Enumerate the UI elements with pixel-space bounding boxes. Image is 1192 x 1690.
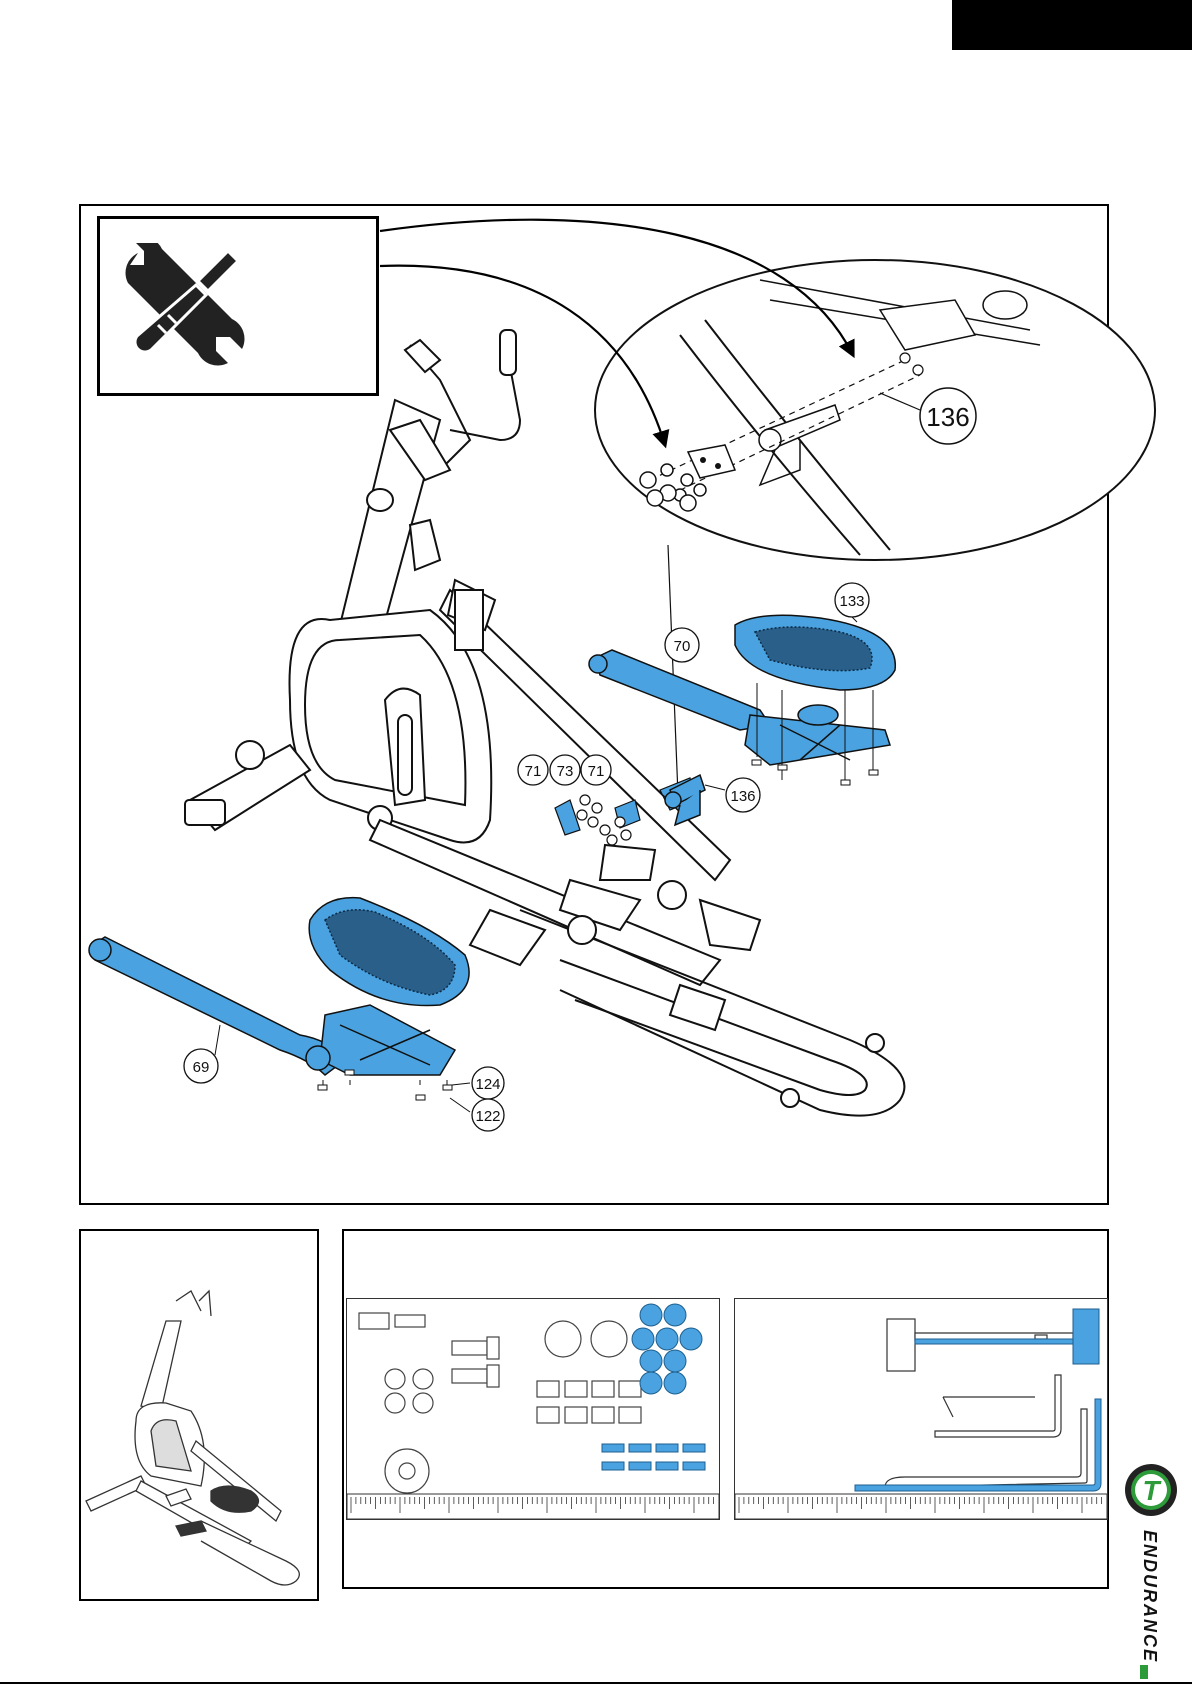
callout-70: 70 — [674, 638, 691, 655]
callout-133: 133 — [839, 593, 864, 610]
tools-icon — [118, 243, 248, 373]
overview-thumbnail-frame — [79, 1229, 319, 1601]
callout-136-zoom: 136 — [926, 402, 969, 432]
overview-thumbnail — [81, 1231, 317, 1599]
callout-69: 69 — [193, 1059, 210, 1076]
hardware-pack-panel — [346, 1298, 720, 1520]
page-rule — [0, 1682, 1192, 1684]
callout-124: 124 — [475, 1076, 500, 1093]
zoom-detail: 136 — [595, 260, 1155, 560]
hardware-pack-drawing — [347, 1299, 719, 1519]
callout-71-left: 71 — [525, 763, 542, 780]
callout-136: 136 — [730, 788, 755, 805]
brand-logo-letter: T — [1142, 1475, 1162, 1506]
pedal-left — [309, 898, 469, 1006]
callout-122: 122 — [475, 1108, 500, 1125]
callout-73: 73 — [557, 763, 574, 780]
tools-box — [97, 216, 379, 396]
tools-pack-panel — [734, 1298, 1108, 1520]
assembly-drawing: 136 — [0, 0, 1192, 1240]
pedal-133 — [735, 615, 895, 690]
tools-pack-drawing — [735, 1299, 1107, 1519]
callout-71-right: 71 — [588, 763, 605, 780]
brand-logo: T ENDURANCE — [1116, 1460, 1186, 1685]
brand-name: ENDURANCE — [1140, 1530, 1160, 1663]
